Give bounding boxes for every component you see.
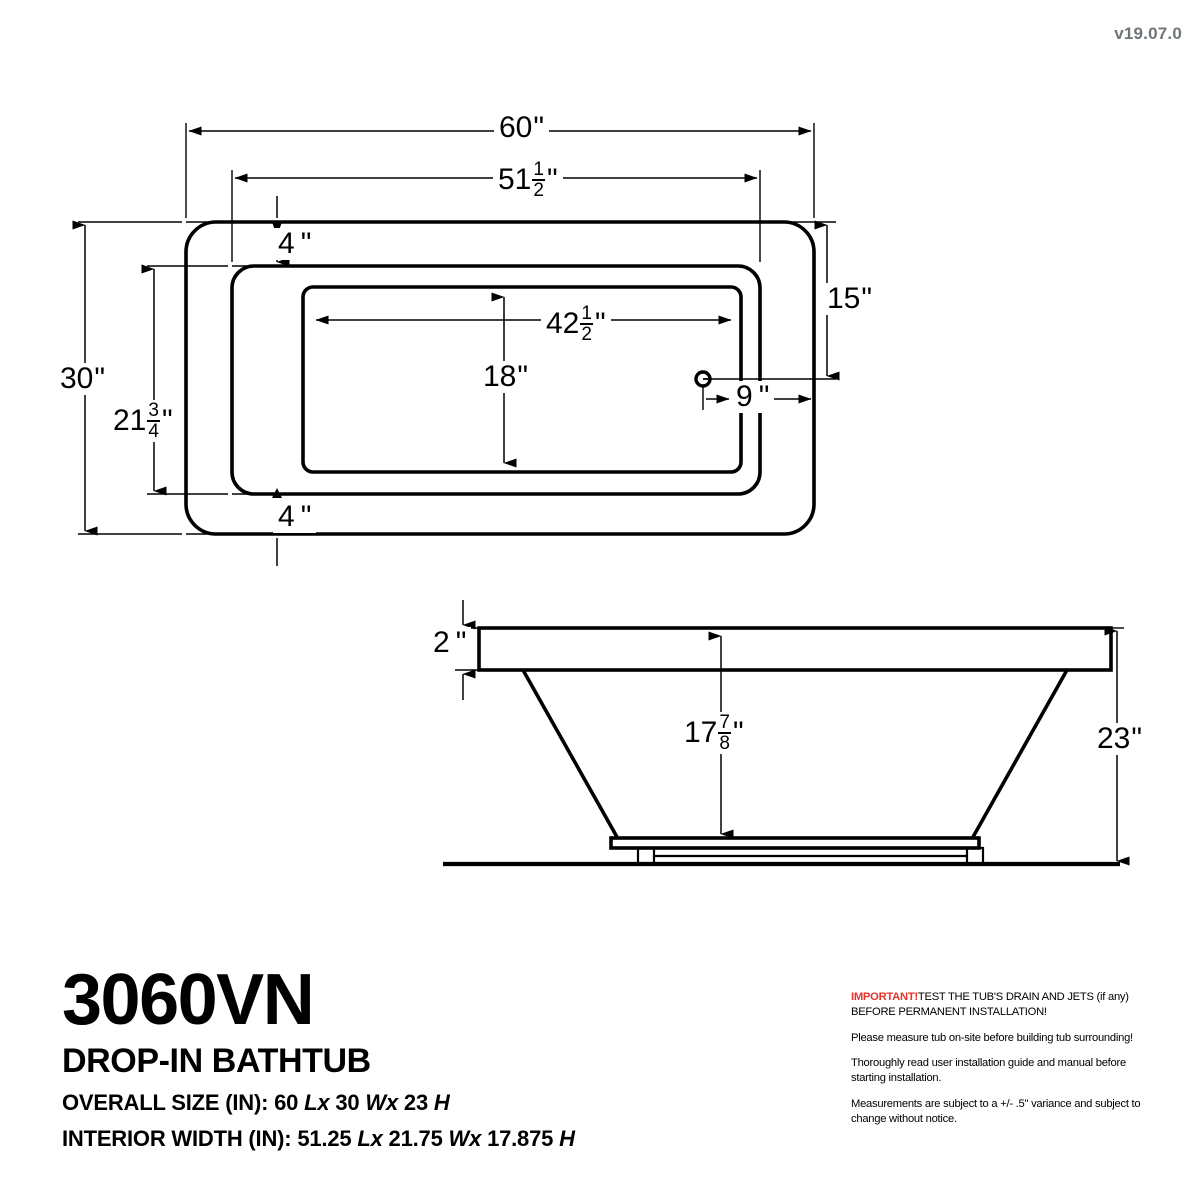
interior-length-value: 51.25: [297, 1126, 352, 1152]
product-model-number: 3060VN: [62, 960, 315, 1040]
top-plan-view: [184, 220, 816, 536]
dim-rim-thickness-2: [455, 600, 479, 700]
tub-foot-left: [636, 846, 656, 866]
side-elevation-view: [443, 626, 1120, 867]
tub-wall-left: [521, 669, 619, 838]
overall-height-value: 23: [403, 1090, 428, 1116]
size-sep-1: x: [317, 1090, 330, 1116]
dim-label-overall-height: 23": [1092, 723, 1148, 755]
interior-size-label: INTERIOR WIDTH (IN):: [62, 1126, 292, 1152]
tub-rim-slab: [477, 626, 1113, 672]
important-body: TEST THE TUB'S DRAIN AND JETS (if any) B…: [851, 991, 1129, 1018]
dim-label-rim-bottom: 4": [273, 501, 317, 533]
interior-height-value: 17.875: [487, 1126, 554, 1152]
dim-label-right-offset: 15": [822, 283, 878, 315]
size-sep-2: x: [385, 1090, 398, 1116]
overall-size-label: OVERALL SIZE (IN):: [62, 1090, 269, 1116]
dim-right-offset-15: [703, 220, 840, 381]
dim-label-overall-length: 60": [494, 112, 550, 144]
size-sep-4: x: [469, 1126, 482, 1152]
interior-size-line: INTERIOR WIDTH (IN): 51.25 Lx 21.75 Wx 1…: [62, 1128, 575, 1150]
interior-width-unit: W: [448, 1126, 470, 1152]
note-measure: Please measure tub on-site before buildi…: [851, 1031, 1133, 1044]
dim-label-floor-width: 18": [478, 361, 534, 393]
installation-notes-block: IMPORTANT!TEST THE TUB'S DRAIN AND JETS …: [851, 990, 1159, 1126]
interior-height-unit: H: [559, 1126, 575, 1152]
version-label: v19.07.0: [1114, 24, 1182, 43]
note-important: IMPORTANT!TEST THE TUB'S DRAIN AND JETS …: [851, 990, 1159, 1020]
product-spec-block: 3060VN DROP-IN BATHTUB OVERALL SIZE (IN)…: [62, 960, 575, 1150]
dim-inner-width-21-75: [141, 264, 228, 496]
product-type-title: DROP-IN BATHTUB: [62, 1042, 371, 1081]
overall-size-line: OVERALL SIZE (IN): 60 Lx 30 Wx 23 H: [62, 1092, 575, 1114]
tub-foot-right: [965, 846, 985, 866]
tub-base-slab: [609, 836, 981, 850]
interior-width-value: 21.75: [388, 1126, 443, 1152]
important-keyword: IMPORTANT!: [851, 991, 918, 1003]
dim-label-drain-offset: 9": [731, 381, 775, 413]
overall-length-value: 60: [274, 1090, 299, 1116]
overall-height-unit: H: [433, 1090, 450, 1116]
note-read-manual: Thoroughly read user installation guide …: [851, 1057, 1126, 1085]
overall-width-unit: W: [365, 1090, 386, 1116]
overall-width-value: 30: [335, 1090, 360, 1116]
tub-wall-right: [971, 669, 1069, 838]
note-variance: Measurements are subject to a +/- .5" va…: [851, 1097, 1141, 1125]
dim-label-overall-width: 30": [55, 363, 111, 395]
dim-label-rim-top: 4": [273, 228, 317, 260]
interior-length-unit: L: [357, 1126, 371, 1152]
tub-outer-rim-outline: [184, 220, 816, 536]
size-sep-3: x: [370, 1126, 383, 1152]
dim-label-rim-thickness: 2": [428, 627, 472, 659]
overall-length-unit: L: [304, 1090, 318, 1116]
